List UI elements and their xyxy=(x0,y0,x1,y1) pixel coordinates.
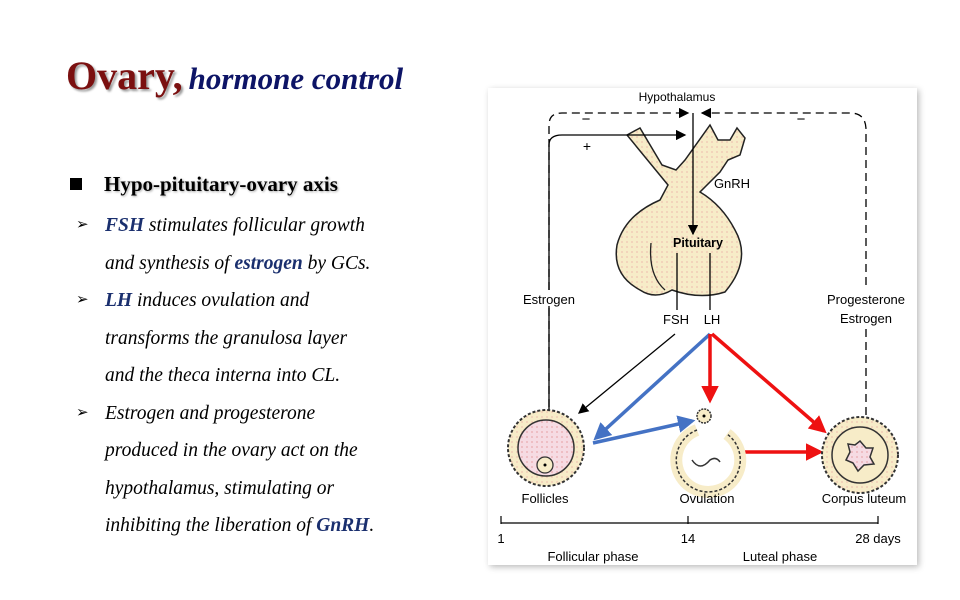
cycle-timeline xyxy=(500,516,879,524)
label-day-1: 1 xyxy=(497,531,504,546)
minus-sign: − xyxy=(582,111,591,128)
text: Estrogen and progesterone xyxy=(105,402,316,424)
corpus-luteum-icon xyxy=(821,416,899,494)
text: and synthesis of xyxy=(105,252,235,274)
label-estrogen-right: Estrogen xyxy=(840,311,892,326)
bullet-lh: ➢ LH induces ovulation and transforms th… xyxy=(76,282,476,395)
bullet-feedback: ➢ Estrogen and progesterone produced in … xyxy=(76,395,476,545)
title-sub: hormone control xyxy=(188,61,404,96)
hormone-axis-diagram: Hypothalamus GnRH Pituitary FSH LH − − +… xyxy=(488,88,917,565)
label-hypothalamus: Hypothalamus xyxy=(639,90,716,104)
text: hypothalamus, stimulating or xyxy=(105,477,335,499)
label-pituitary: Pituitary xyxy=(673,236,723,250)
arrow-bullet-icon: ➢ xyxy=(76,292,89,308)
label-follicles: Follicles xyxy=(522,491,569,506)
section-heading: Hypo-pituitary-ovary axis xyxy=(70,172,338,197)
label-corpus-luteum: Corpus luteum xyxy=(822,491,907,506)
text: transforms the granulosa layer xyxy=(105,327,348,349)
keyword: GnRH xyxy=(316,515,370,536)
label-day-14: 14 xyxy=(681,531,695,546)
text: stimulates follicular growth xyxy=(144,215,365,236)
text: inhibiting the liberation of xyxy=(105,515,317,536)
text: produced in the ovary act on the xyxy=(105,440,358,461)
text: by GCs. xyxy=(302,252,371,274)
title-main: Ovary, xyxy=(66,53,183,98)
text: and the theca interna into CL. xyxy=(105,365,341,386)
lh-corpus-arrow xyxy=(710,332,827,434)
label-progesterone: Progesterone xyxy=(827,292,905,307)
positive-feedback-estrogen xyxy=(548,129,687,420)
text: . xyxy=(369,515,375,536)
ovulation-icon xyxy=(670,408,747,498)
label-day-28: 28 days xyxy=(855,531,901,546)
lh-blue-arrow xyxy=(593,332,712,441)
pituitary-gland-shape xyxy=(615,123,746,297)
keyword: LH xyxy=(105,290,133,311)
negative-feedback-left xyxy=(548,107,690,420)
keyword: estrogen xyxy=(234,252,303,274)
slide-title: Ovary,hormone control xyxy=(66,52,403,99)
keyword: FSH xyxy=(105,215,145,236)
label-follicular-phase: Follicular phase xyxy=(547,549,638,564)
bullet-fsh: ➢ FSH stimulates follicular growth and s… xyxy=(76,207,476,282)
label-luteal-phase: Luteal phase xyxy=(743,549,817,564)
follicle-icon xyxy=(507,409,585,487)
arrow-bullet-icon: ➢ xyxy=(76,217,89,233)
label-ovulation: Ovulation xyxy=(680,491,735,506)
square-bullet-icon xyxy=(70,178,82,190)
follicle-to-ovulation-arrow xyxy=(592,415,696,445)
heading-text: Hypo-pituitary-ovary axis xyxy=(104,172,338,196)
arrow-bullet-icon: ➢ xyxy=(76,404,89,421)
label-gnrh: GnRH xyxy=(714,176,750,191)
label-lh: LH xyxy=(704,312,721,327)
fsh-arrow xyxy=(577,333,676,414)
plus-sign: + xyxy=(583,138,591,154)
minus-sign: − xyxy=(797,111,806,128)
bullet-list: ➢ FSH stimulates follicular growth and s… xyxy=(76,207,476,545)
label-fsh: FSH xyxy=(663,312,689,327)
label-estrogen: Estrogen xyxy=(523,292,575,307)
text: induces ovulation and xyxy=(132,290,310,311)
